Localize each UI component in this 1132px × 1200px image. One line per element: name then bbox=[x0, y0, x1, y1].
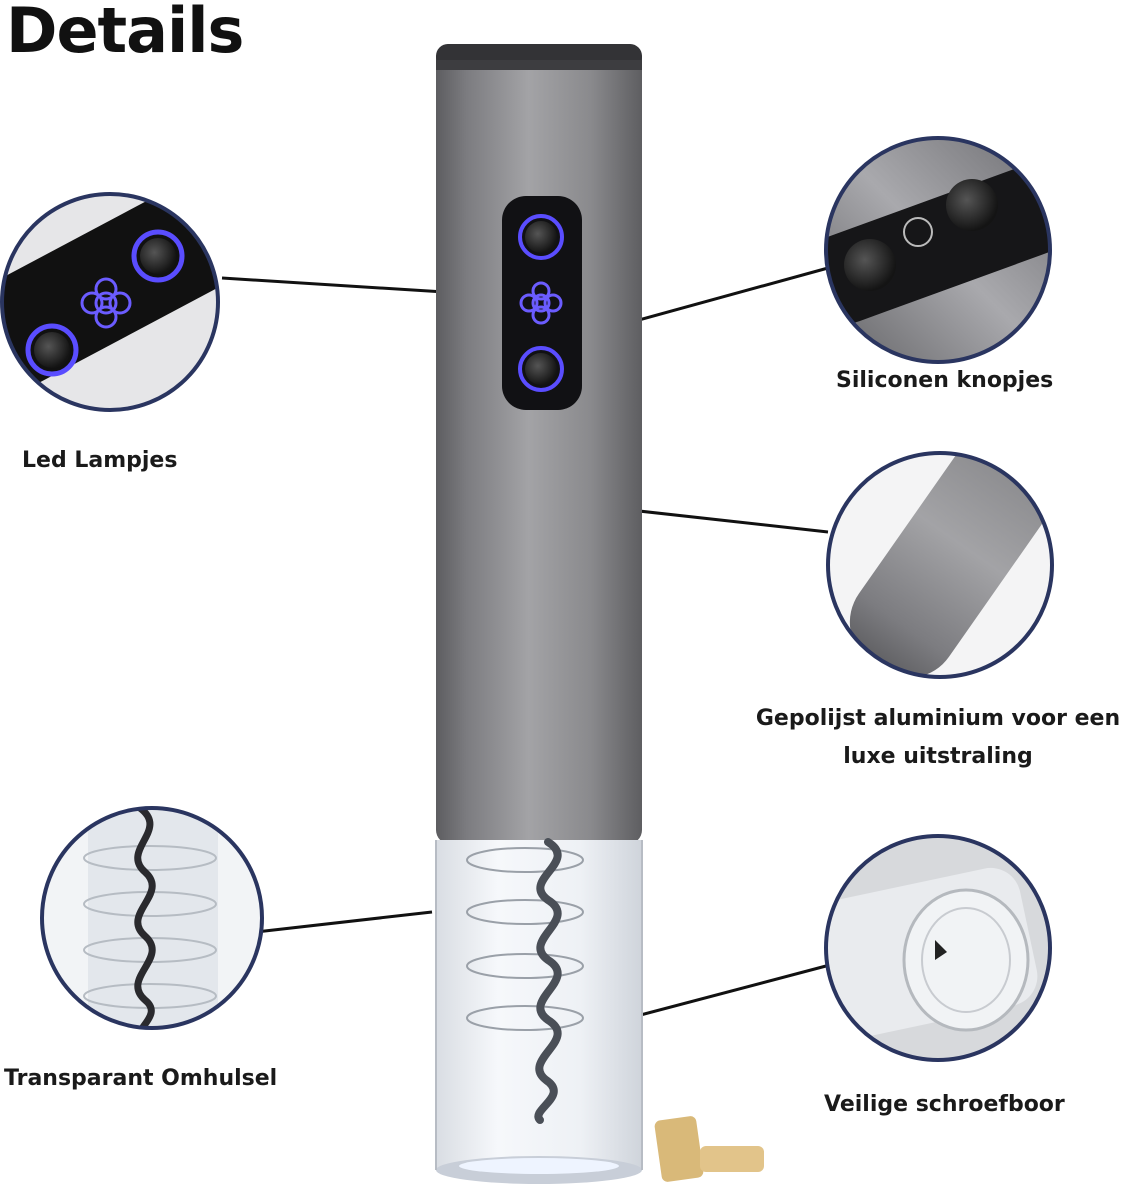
label-led-lampjes: Led Lampjes bbox=[22, 448, 178, 473]
detail-circle-siliconen bbox=[826, 138, 1050, 362]
page-title: Details bbox=[6, 0, 244, 67]
detail-circle-veilige bbox=[826, 836, 1050, 1060]
cork-pieces bbox=[654, 1116, 764, 1182]
label-gepolijst-line1: Gepolijst aluminium voor een bbox=[755, 706, 1121, 731]
label-gepolijst-aluminium: Gepolijst aluminium voor een luxe uitstr… bbox=[742, 700, 1132, 776]
wine-opener-device bbox=[435, 44, 643, 1184]
detail-ring-transparant bbox=[40, 806, 264, 1030]
label-transparant-omhulsel: Transparant Omhulsel bbox=[4, 1066, 278, 1091]
label-gepolijst-line2: luxe uitstraling bbox=[843, 744, 1033, 769]
label-siliconen-knopjes: Siliconen knopjes bbox=[836, 368, 1054, 393]
detail-ring-siliconen bbox=[824, 136, 1052, 364]
led-flower-icon bbox=[519, 281, 563, 325]
label-veilige-schroefboor: Veilige schroefboor bbox=[824, 1092, 1065, 1117]
detail-ring-veilige bbox=[824, 834, 1052, 1062]
detail-ring-led bbox=[0, 192, 220, 412]
detail-ring-gepolijst bbox=[826, 451, 1054, 679]
detail-circle-transparant bbox=[42, 808, 262, 1028]
